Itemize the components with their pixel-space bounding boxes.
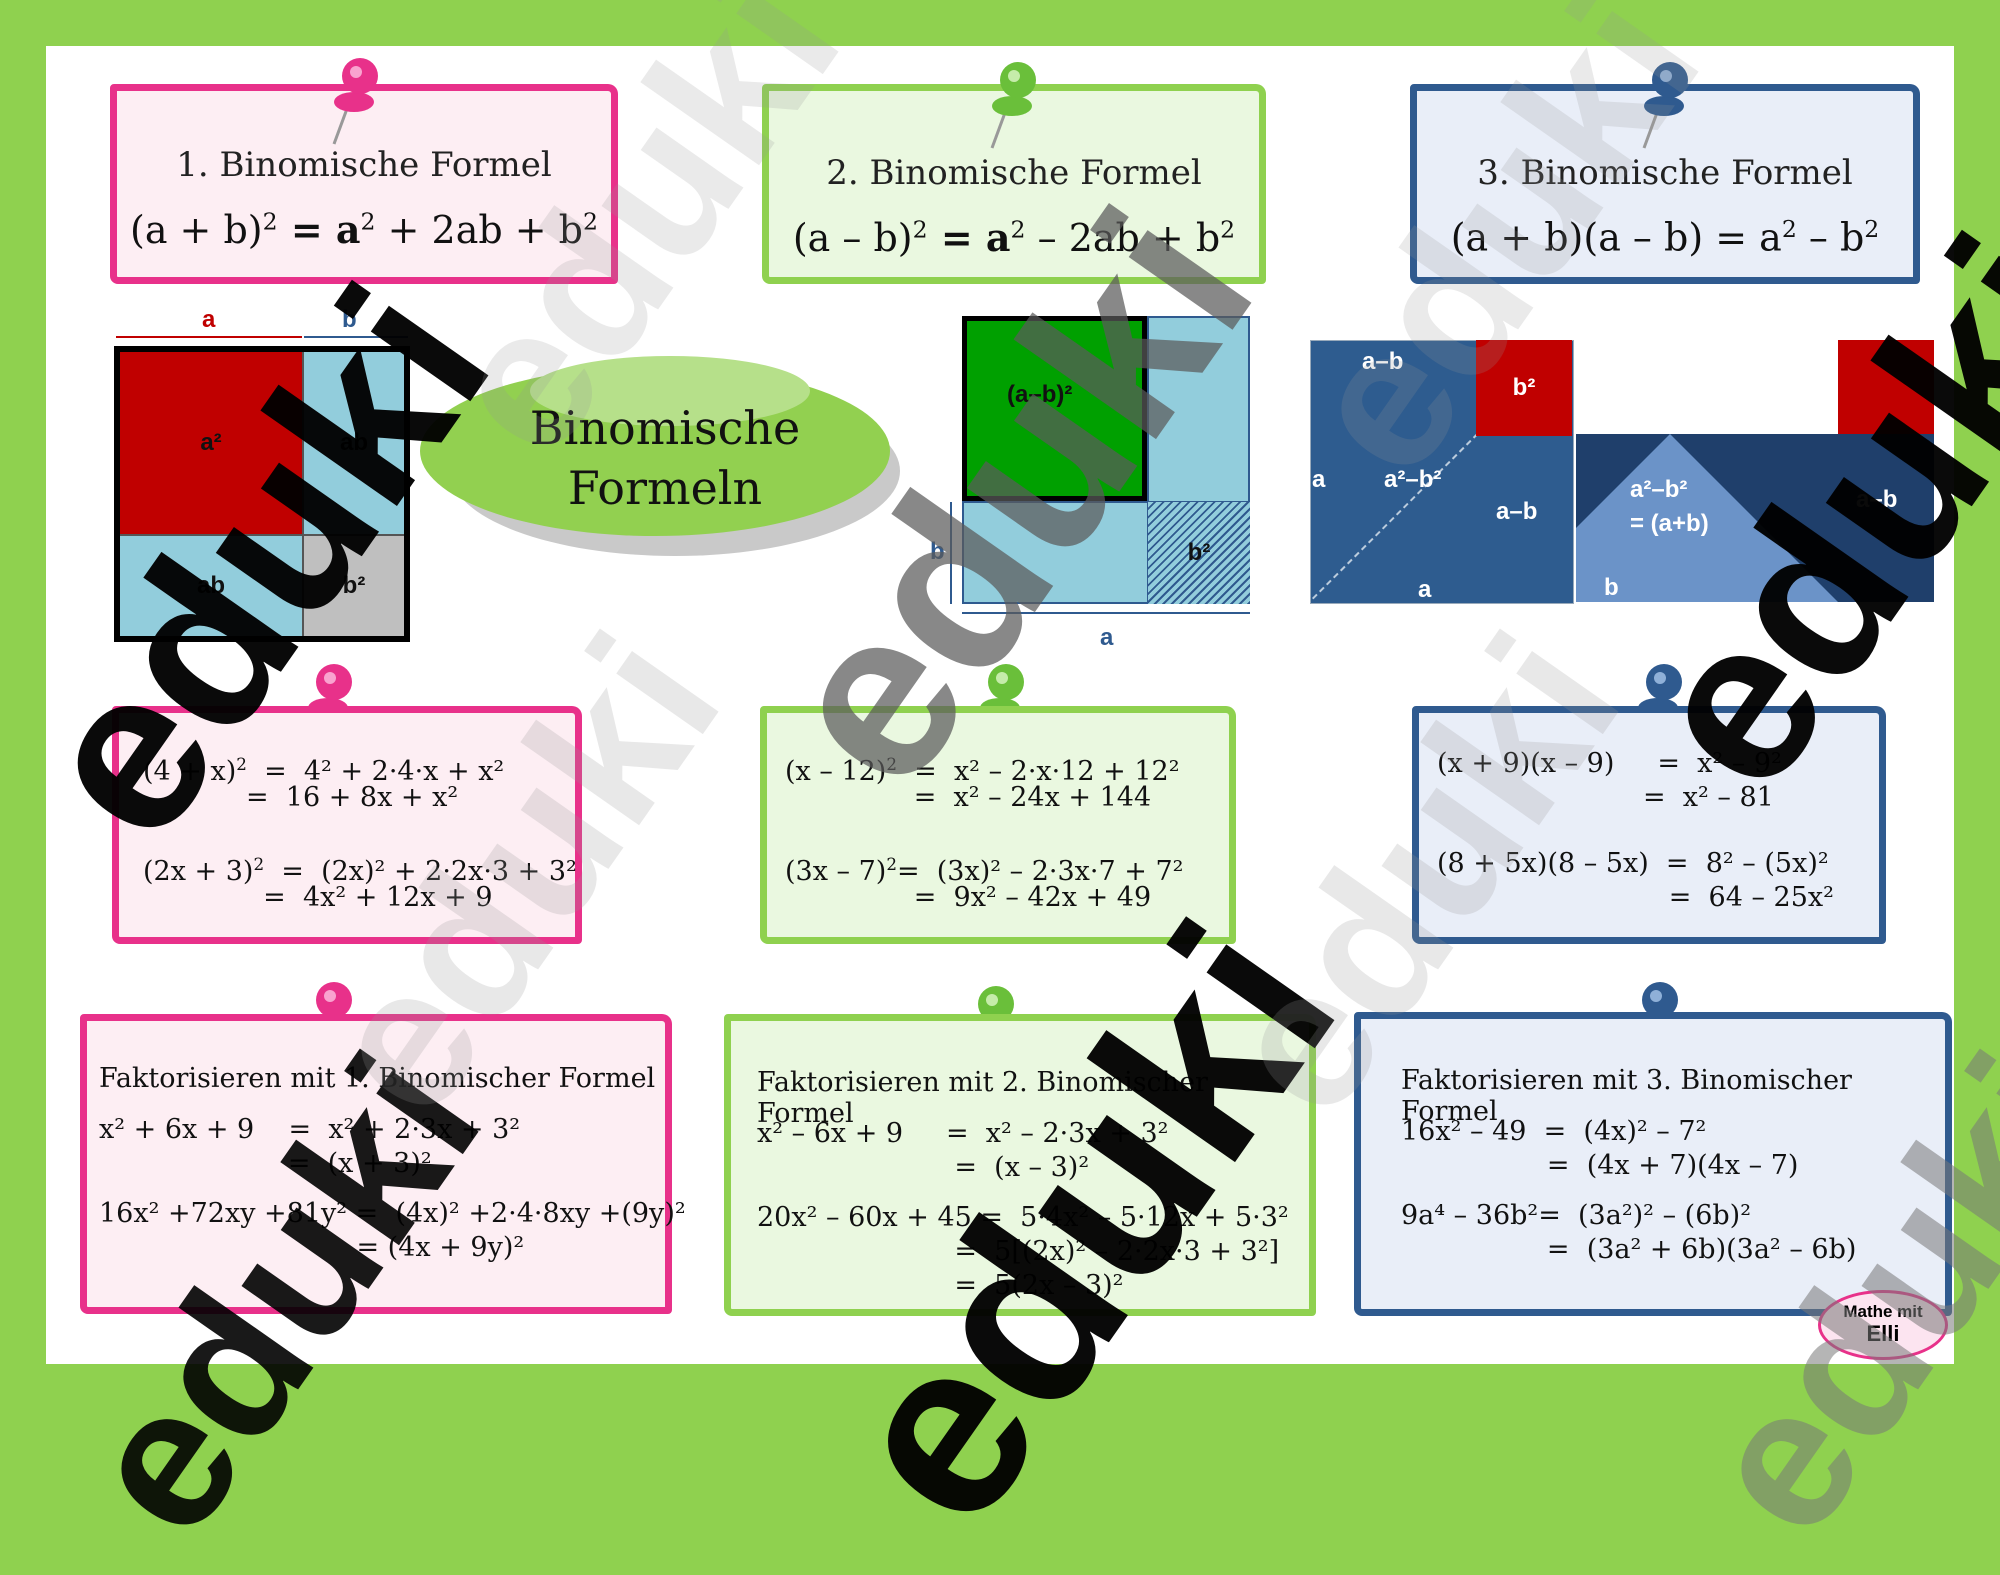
factor-card-2: Faktorisieren mit 2. Binomischer Formel … (724, 1014, 1316, 1316)
factor-line-3: 9a⁴ – 36b²= (3a²)² – (6b)² (1401, 1200, 1752, 1231)
factor-title: Faktorisieren mit 1. Binomischer Formel (99, 1063, 656, 1094)
rect-ab-bottom: ab (120, 534, 302, 636)
card-title: 1. Binomische Formel (176, 145, 552, 185)
label-a: a (1100, 624, 1114, 651)
factor-card-1: Faktorisieren mit 1. Binomischer Formel … (80, 1014, 686, 1314)
label-r-text1: a²–b² (1630, 476, 1688, 503)
formula-2: (a – b)2 = a2 – 2ab + b2 (792, 215, 1236, 260)
factor-line-2: = (x – 3)² (757, 1152, 1090, 1183)
example-line-2: = x² – 81 (1437, 782, 1774, 813)
label-b: b (930, 538, 945, 565)
rect-ab-top: ab (302, 352, 404, 534)
square-b2-hatched: b² (1148, 502, 1250, 604)
label-a: a (202, 306, 216, 333)
factor-line-1: 16x² – 49 = (4x)² – 7² (1401, 1116, 1707, 1147)
pushpin-icon (1642, 62, 1688, 149)
factor-line-1: x² + 6x + 9 = x² + 2·3x + 3² (99, 1114, 521, 1145)
example-card-1: (4 + x)2 = 4² + 2·4·x + x² = 16 + 8x + x… (112, 706, 582, 944)
example-card-2: (x – 12)2 = x² – 2·x·12 + 12² = x² – 24x… (760, 706, 1236, 944)
formula-1: (a + b)2 = a2 + 2ab + b2 (130, 207, 598, 252)
factor-line-5: = 5(2x – 3)² (757, 1270, 1124, 1301)
label-a2b2: a²–b² (1384, 466, 1442, 493)
example-line-4: = 64 – 25x² (1437, 882, 1834, 913)
example-line-4: = 9x² – 42x + 49 (785, 882, 1152, 913)
label-a-bottom: a (1418, 576, 1432, 603)
example-line-1: (x – 12)2 = x² – 2·x·12 + 12² (785, 754, 1180, 787)
formula-3: (a + b)(a – b) = a2 – b2 (1450, 215, 1880, 260)
factor-line-1: x² – 6x + 9 = x² – 2·3x + 3² (757, 1118, 1169, 1149)
square-b2: b² (302, 534, 404, 636)
example-line-3: (3x – 7)2= (3x)² – 2·3x·7 + 7² (785, 854, 1184, 887)
factor-line-4: = 5[(2x)² – 2·2x·3 + 3²] (757, 1236, 1280, 1267)
label-amb-2: a–b (1496, 498, 1538, 525)
factor-card-3: Faktorisieren mit 3. Binomischer Formel … (1354, 1012, 1952, 1316)
example-line-1: (4 + x)2 = 4² + 2·4·x + x² (143, 754, 505, 787)
factor-line-4: = (3a² + 6b)(3a² – 6b) (1401, 1234, 1857, 1265)
card-title: 3. Binomische Formel (1477, 153, 1853, 193)
factor-line-2: = (4x + 7)(4x – 7) (1401, 1150, 1799, 1181)
example-card-3: (x + 9)(x – 9) = x² – 9² = x² – 81 (8 + … (1412, 706, 1886, 944)
arrow-a (116, 336, 302, 338)
rect-rearranged (1576, 434, 1934, 602)
example-line-2: = 16 + 8x + x² (143, 782, 459, 813)
example-line-2: = x² – 24x + 144 (785, 782, 1152, 813)
example-line-3: (2x + 3)2 = (2x)² + 2·2x·3 + 3² (143, 854, 577, 887)
pushpin-icon (990, 62, 1036, 149)
label-r-b: b (1604, 574, 1619, 601)
arrow-b (304, 336, 408, 338)
label-r-amb: a–b (1856, 486, 1898, 513)
label-b: b (342, 306, 357, 333)
formula-card-2: 2. Binomische Formel (a – b)2 = a2 – 2ab… (762, 84, 1266, 284)
card-title: 2. Binomische Formel (826, 153, 1202, 193)
label-amb: a–b (1362, 348, 1404, 375)
example-line-1: (x + 9)(x – 9) = x² – 9² (1437, 748, 1782, 779)
square-b2-red: b² (1476, 340, 1572, 436)
example-line-4: = 4x² + 12x + 9 (143, 882, 493, 913)
square-a2: a² (120, 352, 302, 534)
label-a: a (1312, 466, 1326, 493)
square-b2-red-right (1838, 340, 1934, 434)
factor-title: Faktorisieren mit 2. Binomischer Formel (757, 1067, 1208, 1129)
factor-line-3: 20x² – 60x + 45 = 5·4x² – 5·12x + 5·3² (757, 1202, 1289, 1233)
example-line-3: (8 + 5x)(8 – 5x) = 8² – (5x)² (1437, 848, 1829, 879)
square-amb2: (a–b)² (962, 316, 1147, 501)
factor-line-3: 16x² +72xy +81y² = (4x)² +2·4·8xy +(9y)² (99, 1198, 686, 1229)
factor-line-4: = (4x + 9y)² (99, 1232, 525, 1263)
factor-line-2: = (x + 3)² (99, 1148, 432, 1179)
label-r-text2: = (a+b) (1630, 510, 1709, 537)
factor-title: Faktorisieren mit 3. Binomischer Formel (1401, 1065, 1852, 1127)
formula-card-1: 1. Binomische Formel (a + b)2 = a2 + 2ab… (110, 84, 618, 284)
pushpin-icon (332, 58, 378, 145)
formula-card-3: 3. Binomische Formel (a + b)(a – b) = a2… (1410, 84, 1920, 284)
